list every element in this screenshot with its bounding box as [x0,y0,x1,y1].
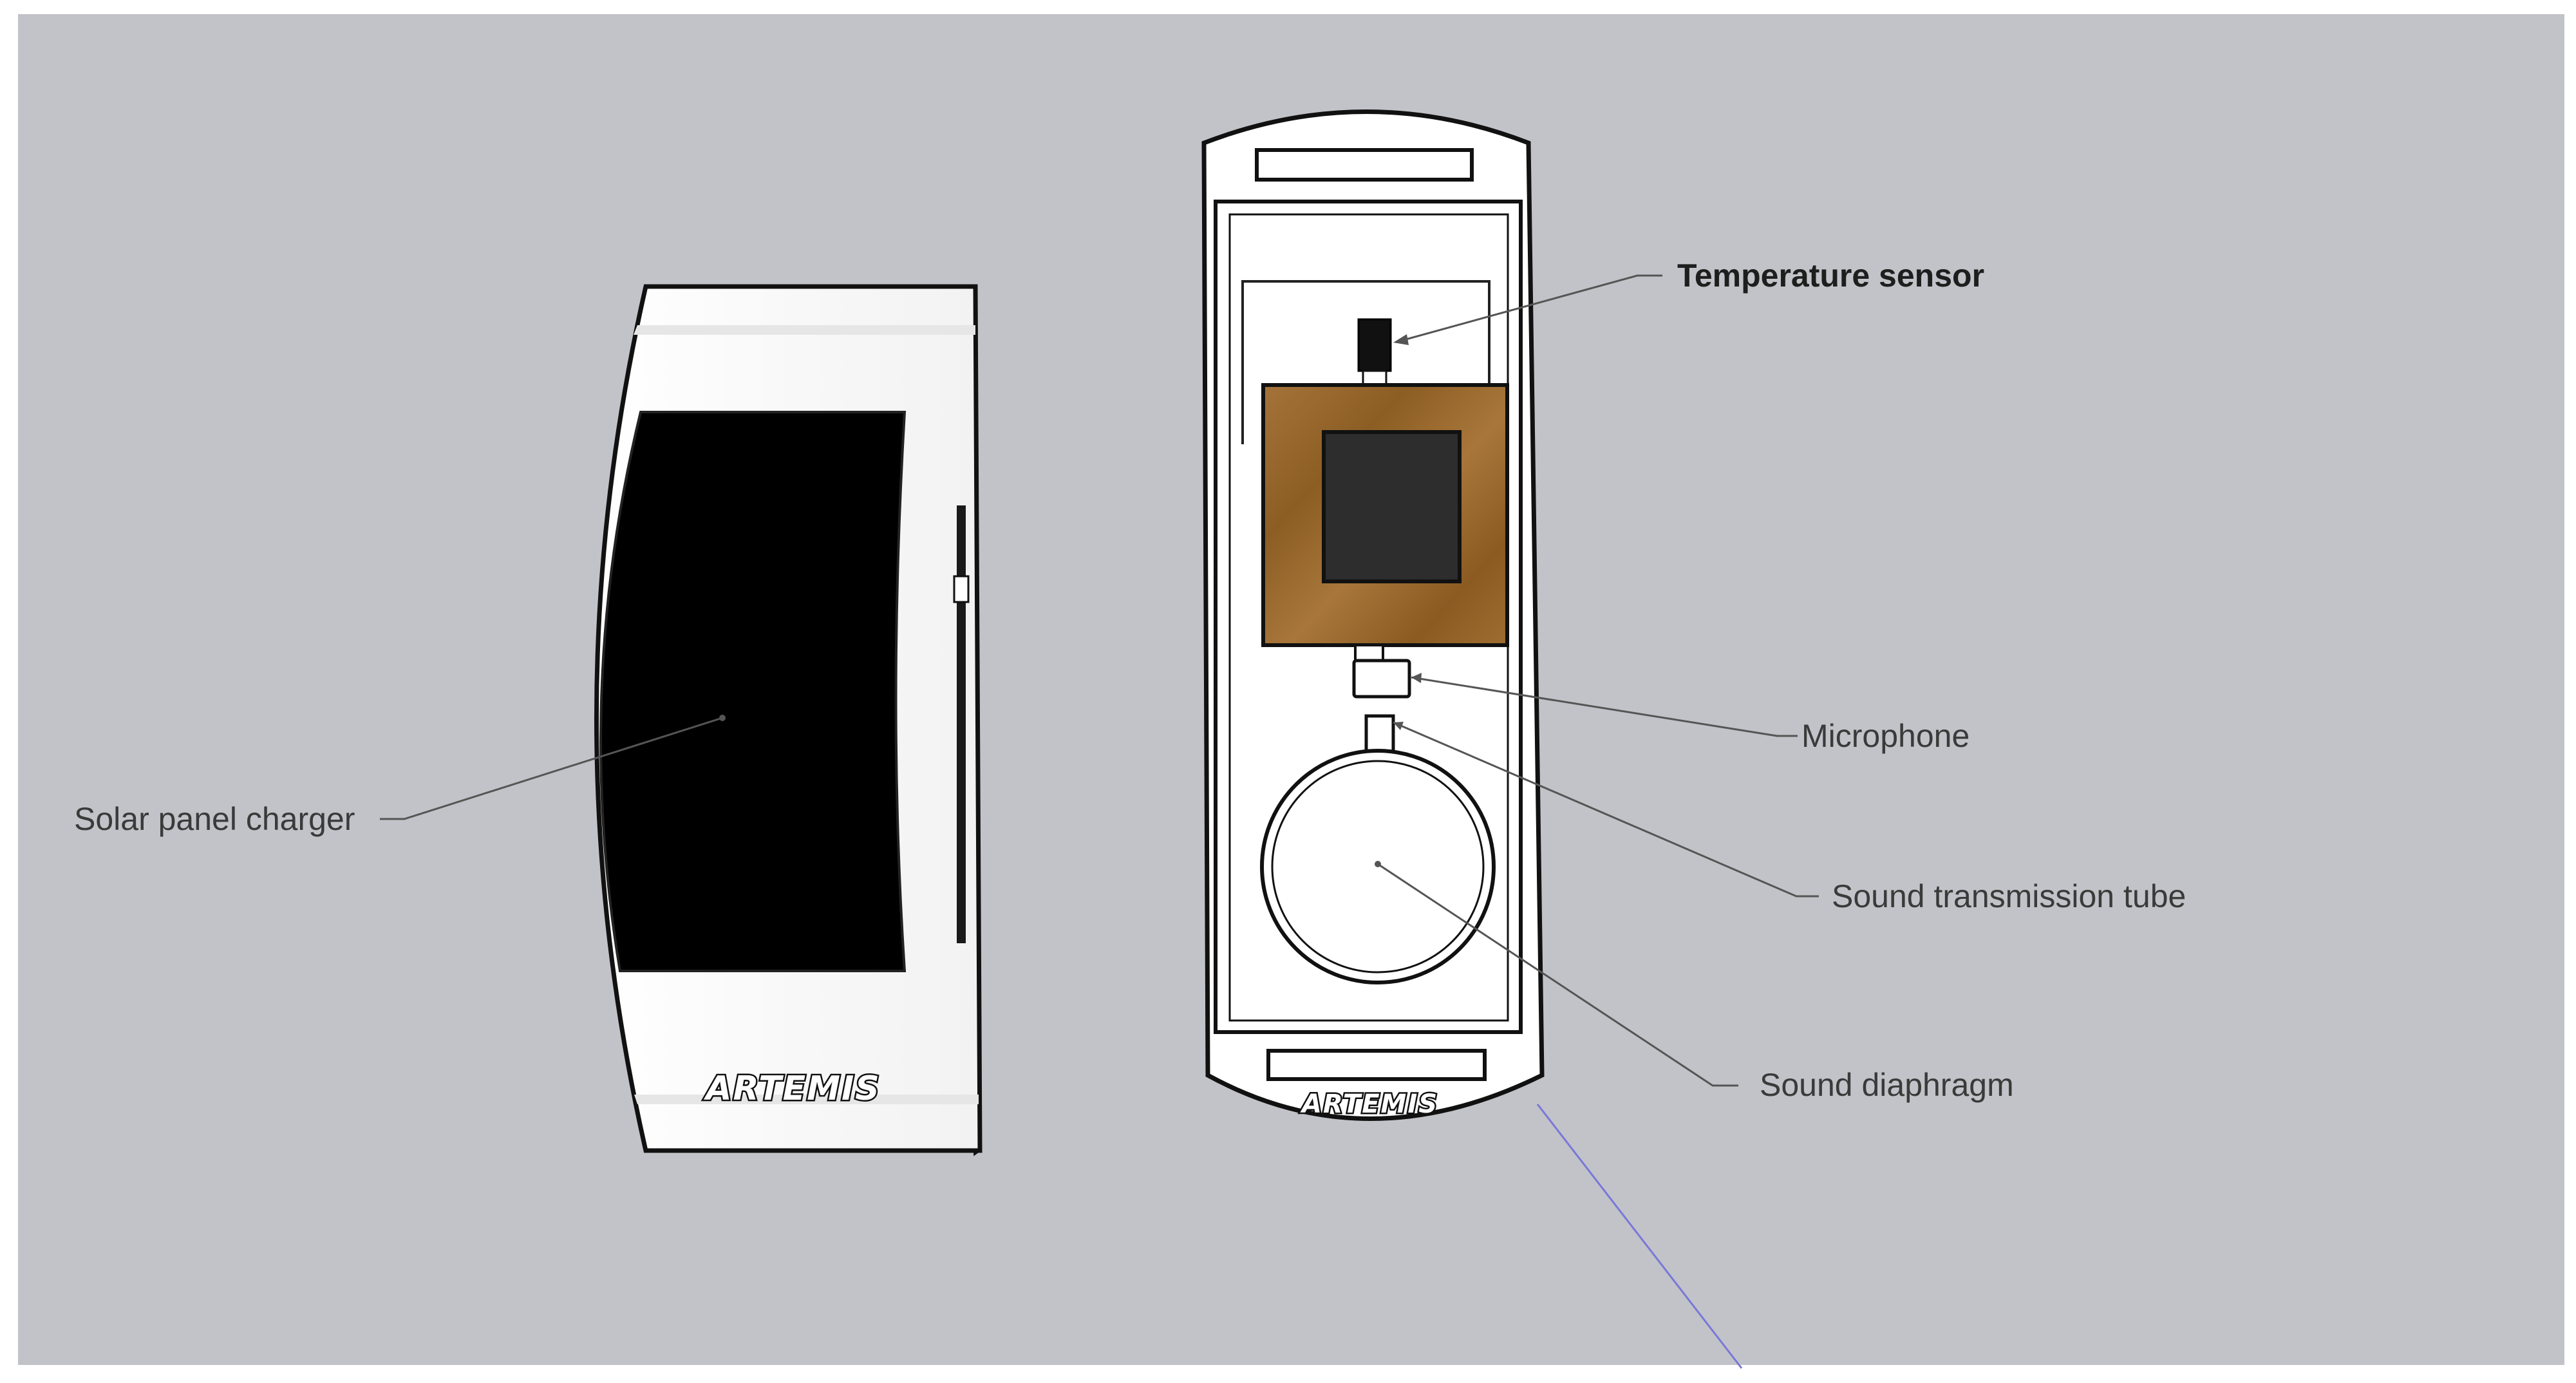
arrowhead-microphone [1411,673,1422,683]
solar-panel [599,411,907,972]
bottom-strap-slot [1266,1049,1487,1081]
arrowhead-sound-tube [1393,722,1404,730]
leader-lines [380,274,1819,1087]
microphone-neck [1354,644,1384,662]
label-temperature-sensor: Temperature sensor [1677,258,1984,294]
processor-chip [1322,430,1462,583]
bottom-shade [634,1095,979,1104]
arrowhead-solar [719,715,726,721]
arrowhead-diaphragm [1375,861,1381,867]
leader-arrowheads [719,334,1422,867]
label-sound-diaphragm: Sound diaphragm [1760,1067,2014,1103]
back-brand-logo: ARTEMIS [1300,1089,1438,1119]
diaphragm-inner-ring [1271,760,1485,974]
front-brand-logo: ARTEMIS [703,1069,881,1108]
label-sound-transmission-tube: Sound transmission tube [1832,878,2186,914]
sound-transmission-tube [1364,714,1395,754]
front-view-device: ARTEMIS [594,284,982,1156]
microphone [1352,659,1411,699]
temperature-sensor [1357,318,1392,372]
leader-sound-diaphragm [1377,863,1738,1087]
side-button [953,575,970,603]
leader-temperature-sensor [1398,274,1662,343]
leader-microphone [1411,676,1798,737]
guide-line [1536,1104,1743,1369]
side-port-strip [957,505,966,943]
arrowhead-temperature [1393,334,1409,345]
interior-view-device: ARTEMIS [1201,109,1545,1121]
wiring [1241,280,1490,444]
label-microphone: Microphone [1801,718,1970,754]
leader-solar-panel [380,717,723,820]
label-solar-panel-charger: Solar panel charger [74,801,355,837]
top-strap-slot [1255,148,1474,182]
leader-sound-tube [1393,721,1819,898]
top-shade [634,325,975,335]
